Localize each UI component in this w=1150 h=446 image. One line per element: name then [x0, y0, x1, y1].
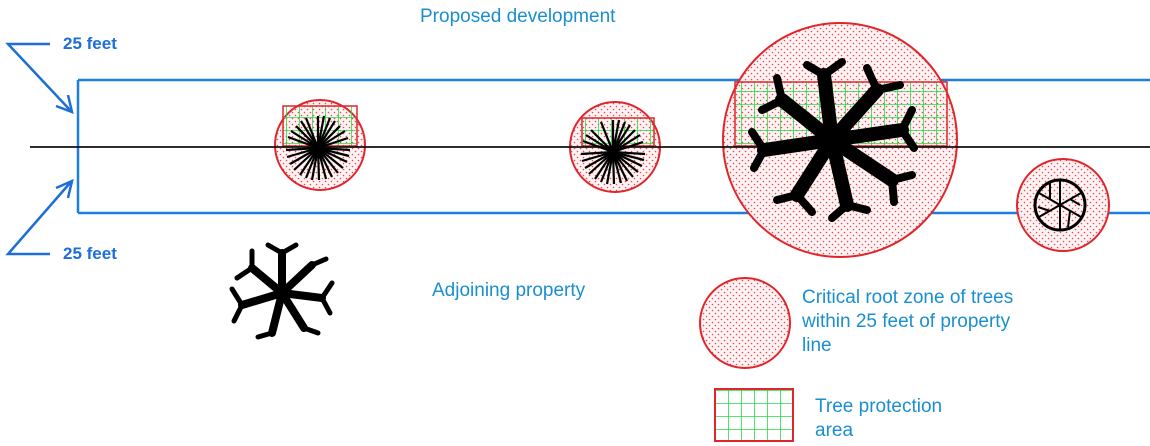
root-zone-circles	[274, 22, 1110, 258]
tree-icon-1	[285, 115, 351, 181]
label-proposed-development: Proposed development	[420, 6, 616, 27]
tree-icon-4	[1033, 178, 1087, 232]
label-dimension-top: 25 feet	[63, 34, 117, 53]
legend-root-zone-label: Critical root zone of trees within 25 fe…	[802, 287, 1014, 356]
label-adjoining-property: Adjoining property	[432, 280, 586, 301]
tree-icon-2	[580, 119, 646, 185]
tree-icon-5	[229, 242, 335, 340]
legend-protection-label: Tree protection area	[815, 396, 943, 441]
legend-protection-symbol	[714, 388, 794, 442]
dimension-arrow-bottom	[5, 178, 74, 256]
label-dimension-bottom: 25 feet	[63, 244, 117, 263]
root-zone-tree-4	[1016, 158, 1110, 252]
dimension-arrow-top	[5, 42, 74, 114]
legend-root-zone-symbol	[699, 277, 791, 369]
tree-icon-3	[748, 58, 918, 222]
